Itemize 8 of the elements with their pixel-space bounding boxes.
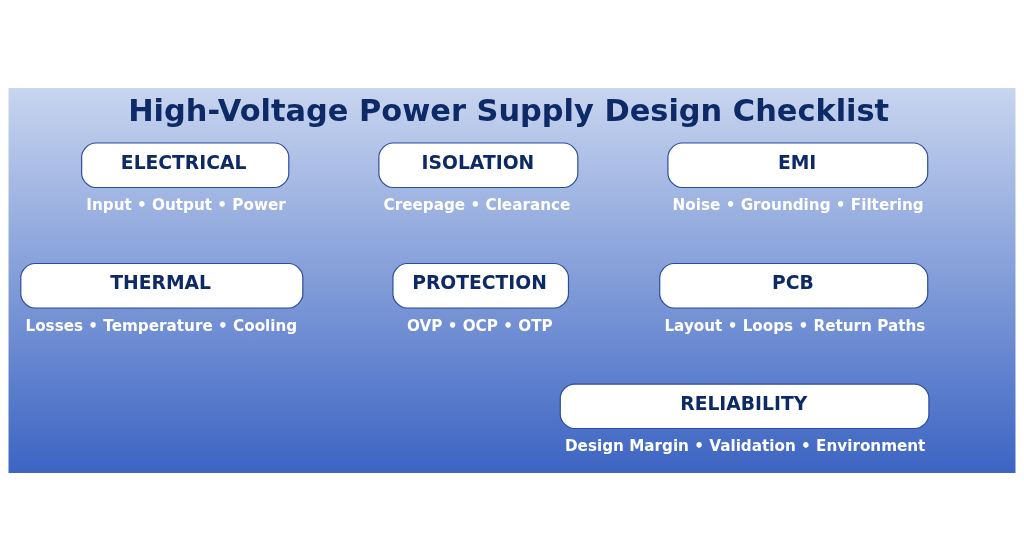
- node-label: OVP • OCP • OTP: [406, 316, 553, 335]
- diagram-title: High-Voltage Power Supply Design Checklist: [128, 92, 890, 128]
- node-label: Creepage • Clearance: [383, 195, 571, 214]
- node-label: Input • Output • Power: [86, 195, 286, 214]
- node-label: Losses • Temperature • Cooling: [25, 316, 298, 335]
- node-label: Layout • Loops • Return Paths: [664, 316, 926, 335]
- node-label: Design Margin • Validation • Environment: [564, 436, 926, 455]
- node-label: Noise • Grounding • Filtering: [672, 195, 924, 214]
